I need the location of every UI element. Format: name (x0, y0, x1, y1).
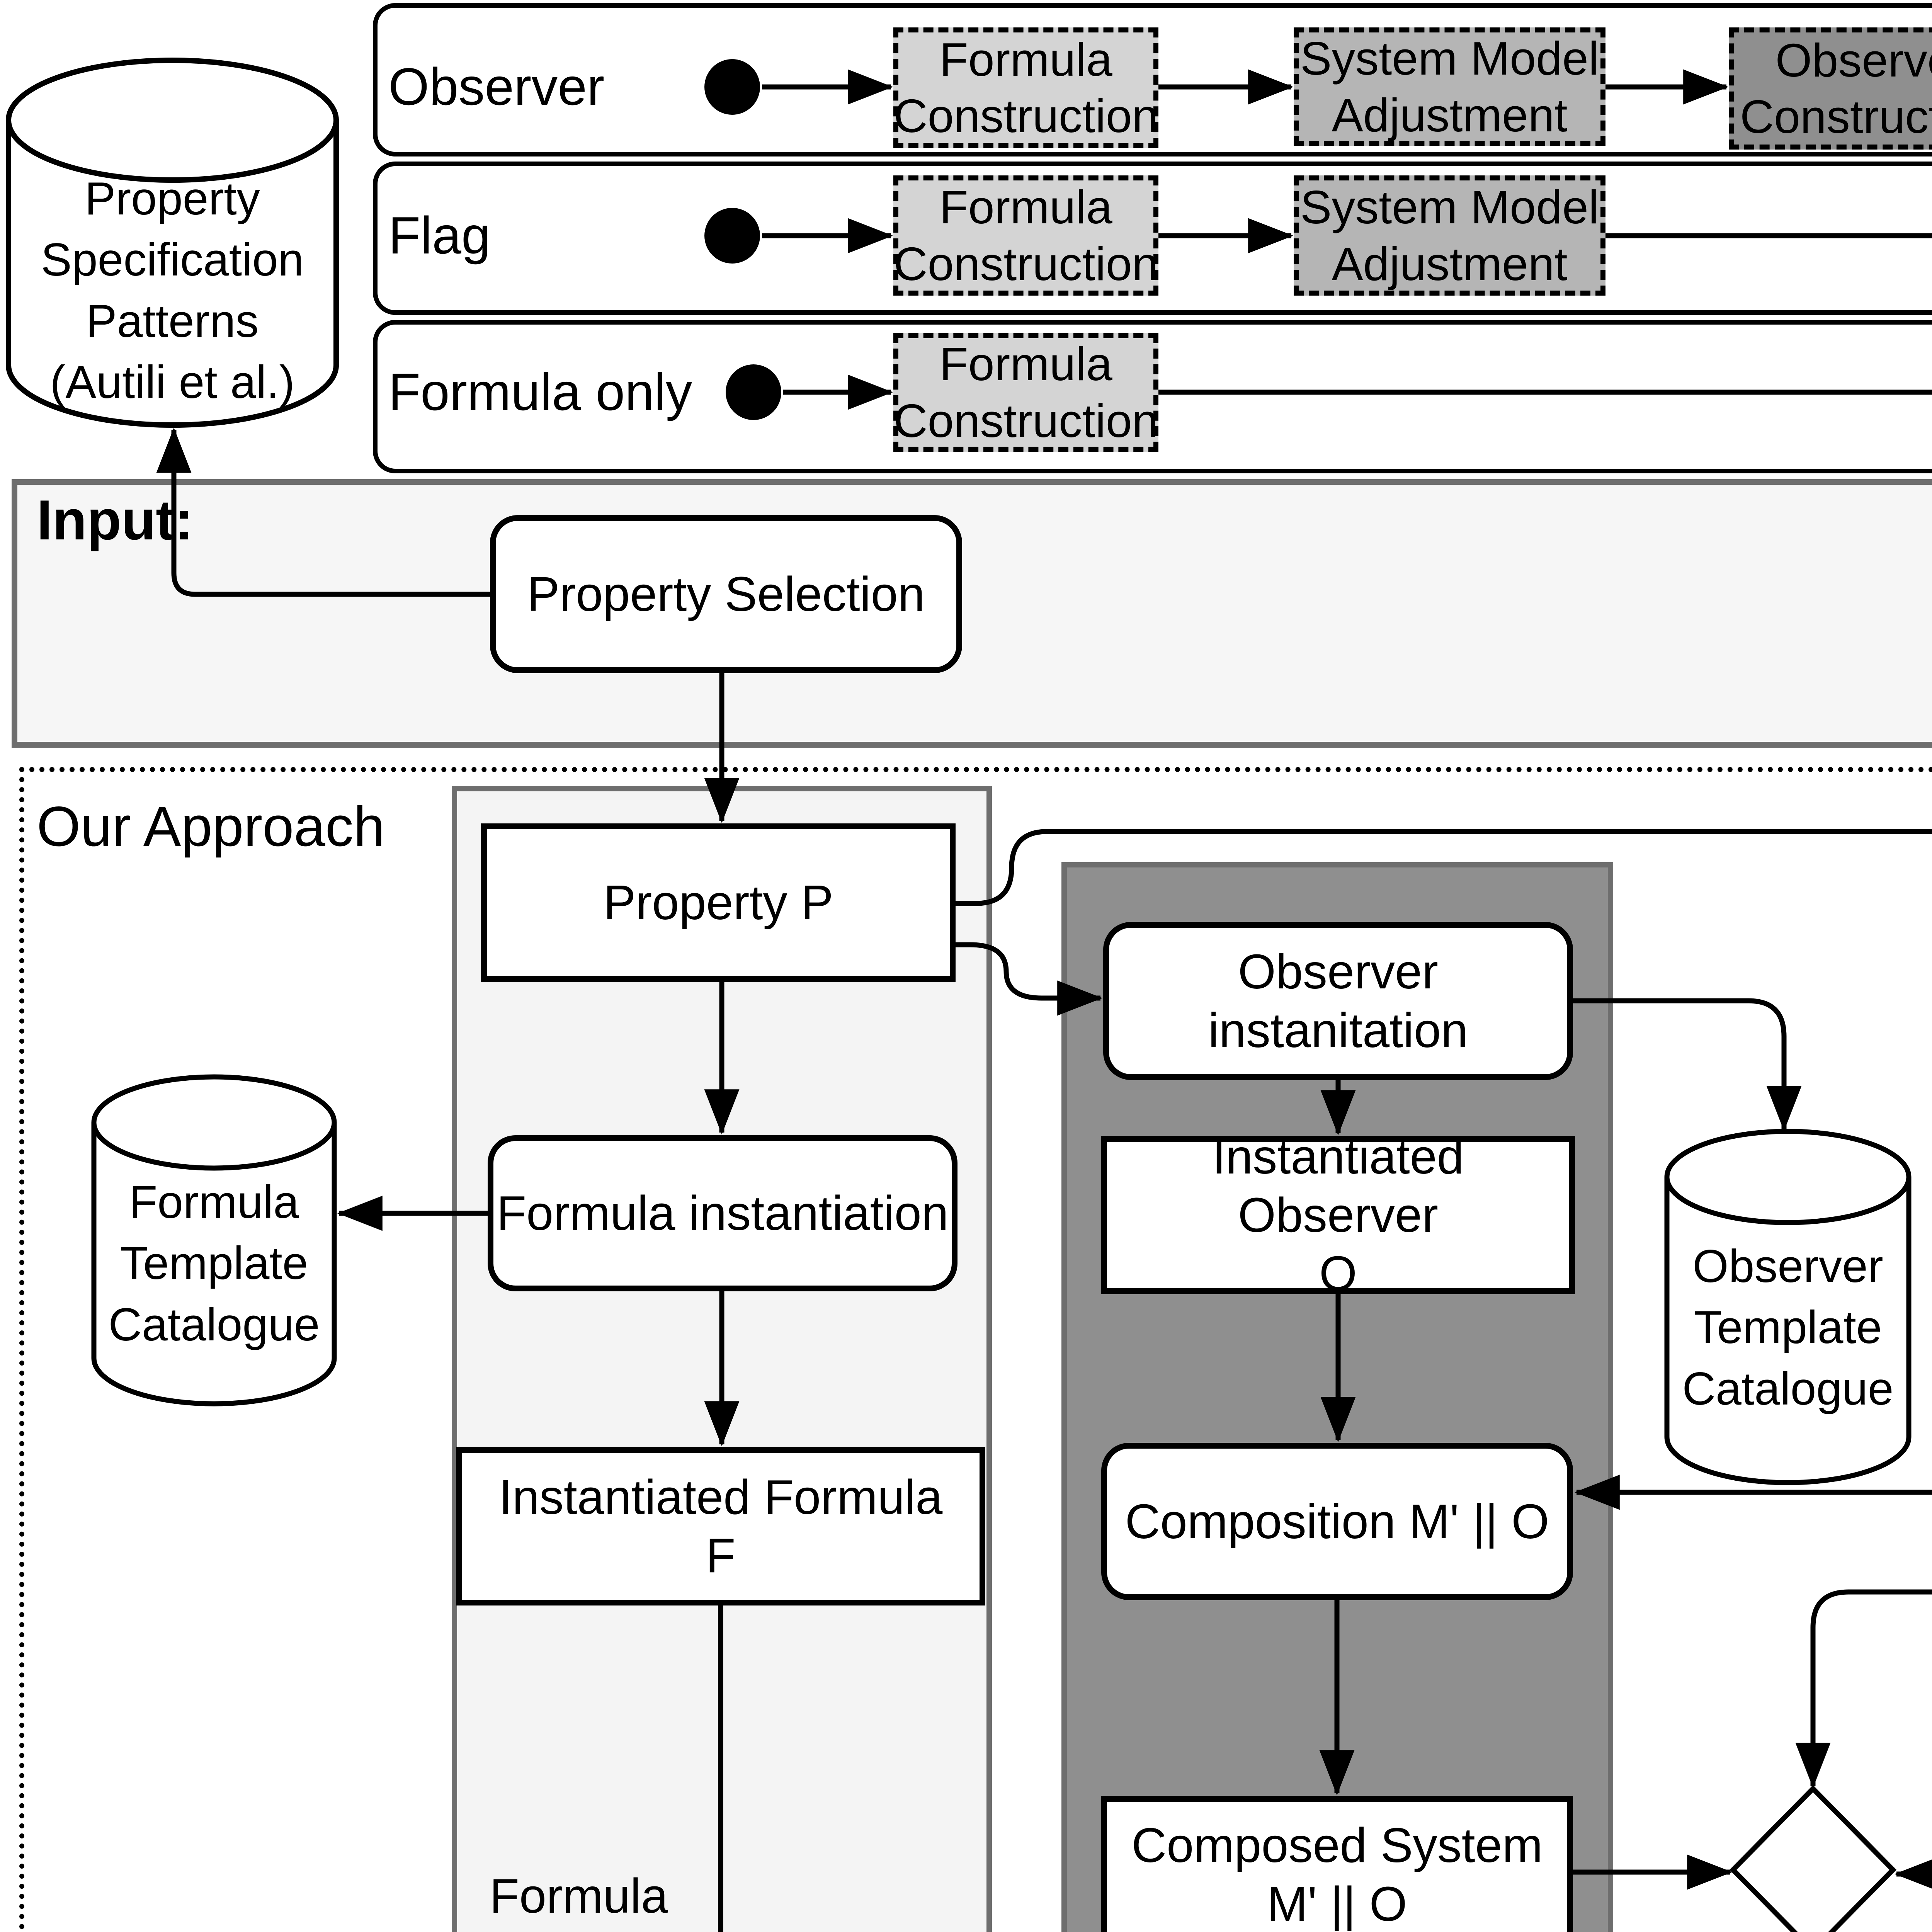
start-circle-formula-only (726, 364, 781, 420)
observer-template-db-label: Observer Template Catalogue (1682, 1240, 1894, 1415)
group-label-formula-construction: Formula Construction (447, 1869, 721, 1932)
formula-template-db-icon (91, 1074, 337, 1406)
step-system-model-adjustment-observer: System Model Adjustment (1294, 27, 1605, 146)
arrow-selection-to-patterns-db (156, 427, 490, 597)
arrow-annotated-to-diamond (1795, 1589, 1932, 1788)
step-formula-construction-flag: Formula Construction (893, 175, 1158, 296)
property-patterns-db-label: Property Specification Patterns (Autili … (41, 173, 304, 408)
node-instantiated-observer-o: Instantiated Observer O (1101, 1129, 1575, 1301)
node-instantiated-formula-f: Instantiated Formula F (456, 1447, 985, 1605)
input-section-title: Input: (37, 488, 194, 551)
lane-arrows (762, 69, 1932, 410)
start-circle-observer (704, 59, 760, 115)
node-composition: Composition M' || O (1101, 1443, 1573, 1600)
decision-diamond (1729, 1785, 1897, 1932)
step-system-model-adjustment-flag: System Model Adjustment (1294, 175, 1605, 296)
input-section (12, 479, 1932, 748)
step-formula-construction-formula-only: Formula Construction (893, 333, 1158, 452)
step-observer-construction-observer: Observer Construction (1729, 27, 1932, 150)
node-observer-instanitation: Observer instanitation (1103, 922, 1573, 1080)
lane-label-flag: Flag (388, 206, 491, 265)
node-formula-instantiation: Formula instantiation (488, 1135, 957, 1291)
our-approach-title: Our Approach (37, 795, 385, 858)
lane-label-formula-only: Formula only (388, 362, 692, 421)
step-formula-construction-observer: Formula Construction (893, 27, 1158, 148)
arrow-formula-f-to-reachability (718, 1605, 723, 1932)
property-patterns-db-icon (6, 58, 339, 428)
start-circle-flag (704, 208, 760, 264)
arrow-property-p-to-annotate (956, 829, 1932, 906)
node-property-p: Property P (481, 823, 956, 982)
lane-label-observer: Observer (388, 57, 605, 116)
node-composed-system: Composed System M' || O (1101, 1796, 1573, 1932)
node-property-selection: Property Selection (490, 515, 962, 673)
formula-template-db-label: Formula Template Catalogue (108, 1176, 320, 1350)
observer-template-db-icon (1664, 1129, 1912, 1485)
arrow-observer-inst-to-template-db (1573, 998, 1802, 1131)
arrow-property-p-to-observer-inst (956, 942, 1103, 1016)
